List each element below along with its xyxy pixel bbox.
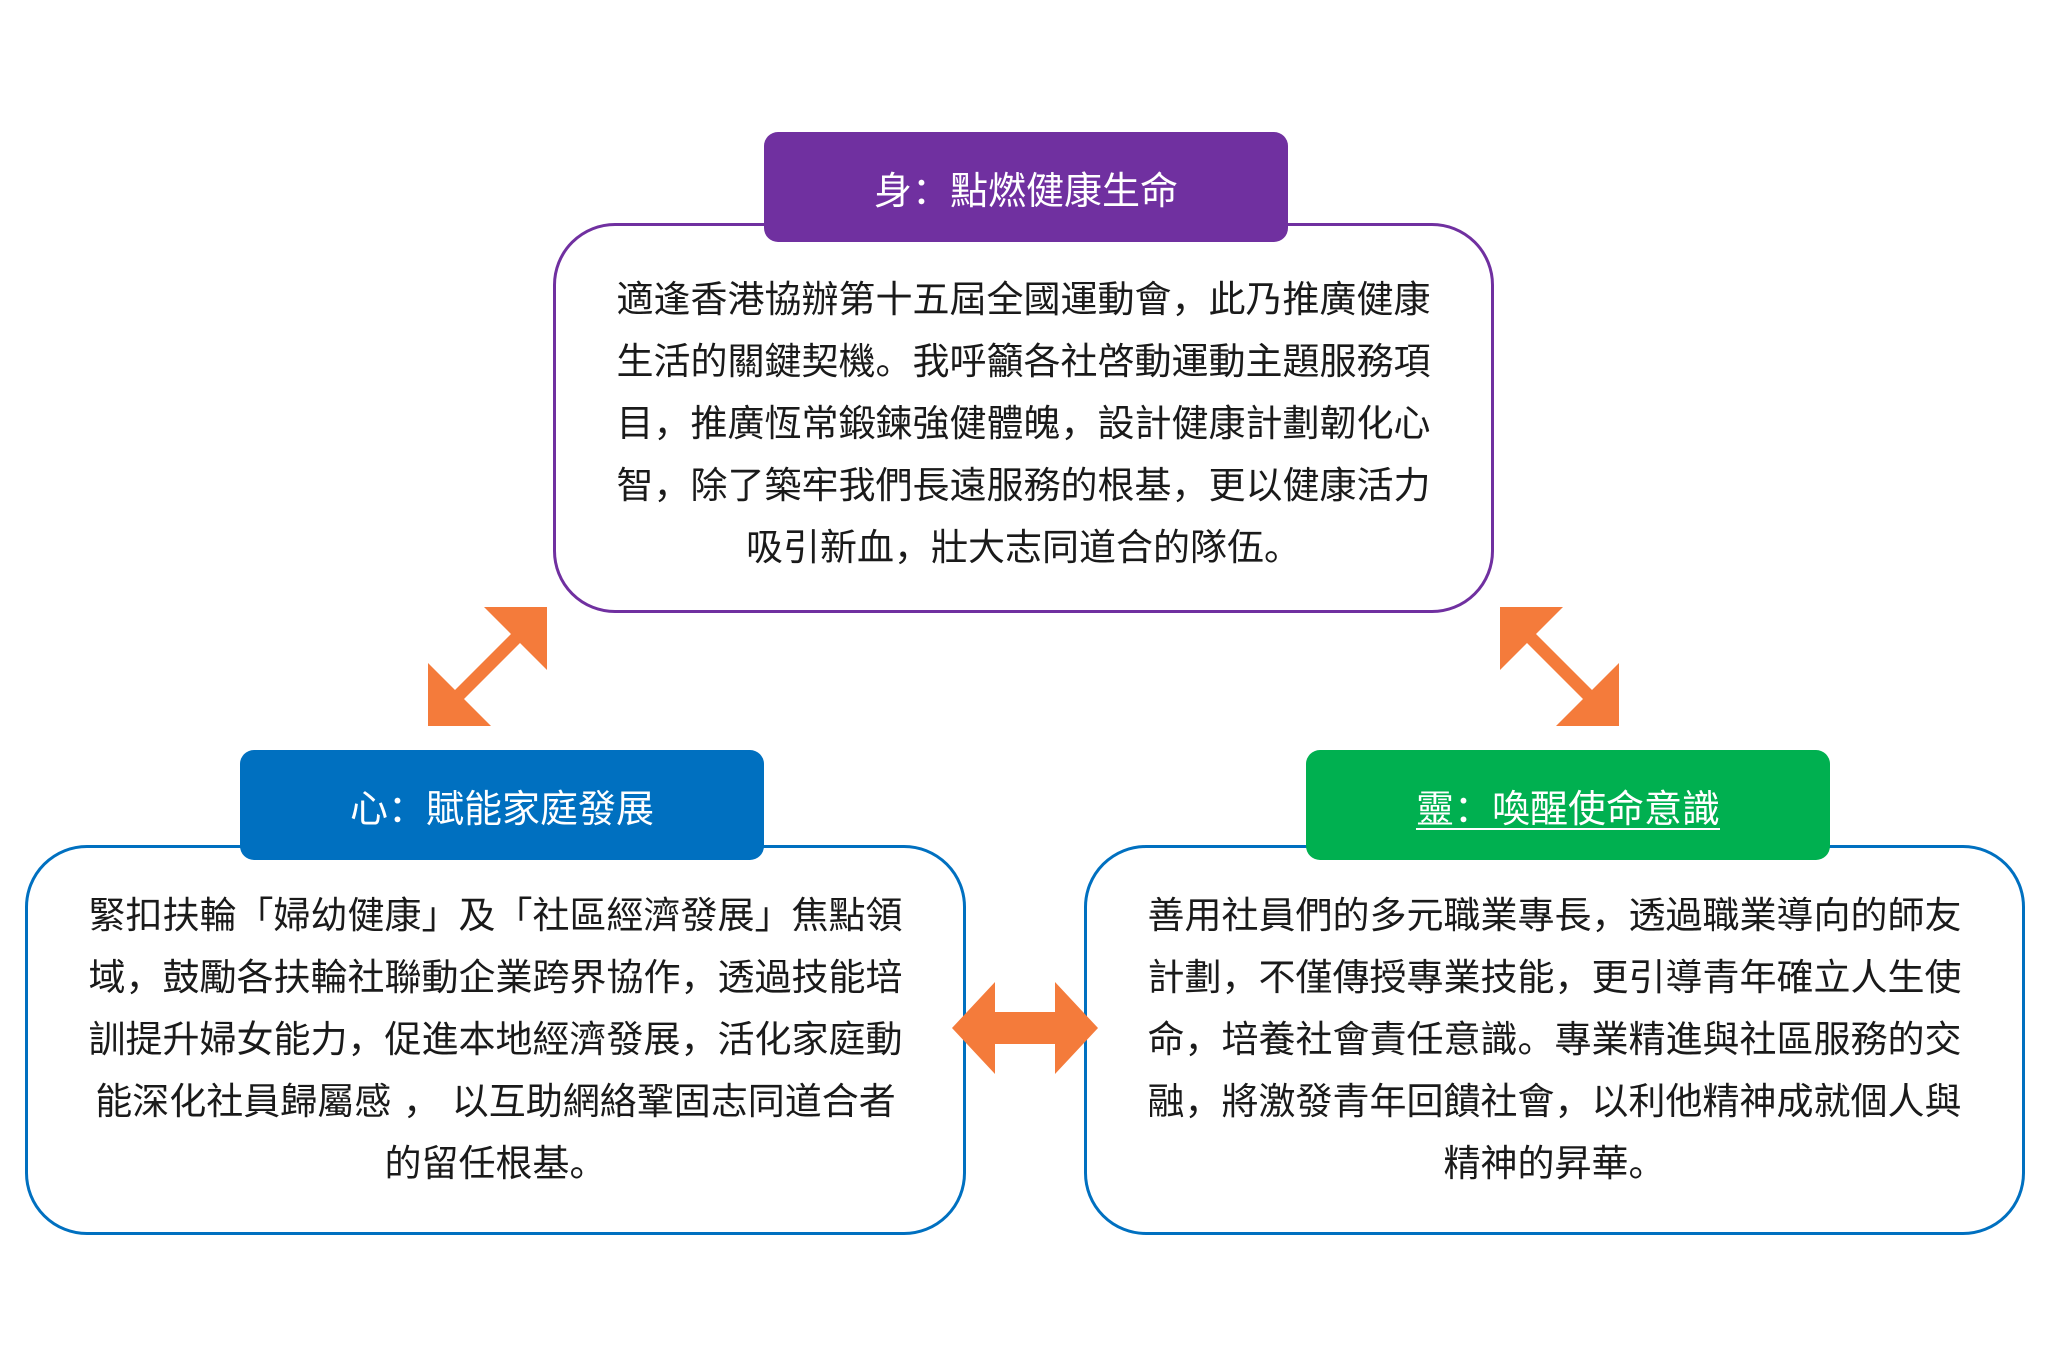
arrow-body-spirit-shape [1500, 607, 1619, 726]
arrow-mind-spirit-shape [952, 982, 1098, 1074]
mind-node-title: 心：賦能家庭發展 [240, 750, 764, 860]
spirit-node-title-text: 靈：喚醒使命意識 [1415, 786, 1720, 831]
double-arrow-icon [952, 982, 1098, 1074]
mind-node-box: 緊扣扶輪「婦幼健康」及「社區經濟發展」焦點領域，鼓勵各扶輪社聯動企業跨界協作，透… [25, 845, 966, 1235]
spirit-node-box: 善用社員們的多元職業專長，透過職業導向的師友計劃，不僅傳授專業技能，更引導青年確… [1084, 845, 2025, 1235]
arrow-body-mind-shape [428, 607, 547, 726]
body-node-title: 身：點燃健康生命 [764, 132, 1288, 242]
mind-node-title-text: 心：賦能家庭發展 [349, 786, 654, 831]
body-node-title-text: 身：點燃健康生命 [873, 168, 1178, 213]
spirit-node-text: 善用社員們的多元職業專長，透過職業導向的師友計劃，不僅傳授專業技能，更引導青年確… [1147, 894, 1962, 1185]
double-arrow-icon [1500, 607, 1619, 726]
spirit-node-title: 靈：喚醒使命意識 [1306, 750, 1830, 860]
mind-node-text: 緊扣扶輪「婦幼健康」及「社區經濟發展」焦點領域，鼓勵各扶輪社聯動企業跨界協作，透… [88, 894, 903, 1185]
body-node-text: 適逢香港協辦第十五屆全國運動會，此乃推廣健康生活的關鍵契機。我呼籲各社啓動運動主… [616, 278, 1431, 569]
double-arrow-icon [428, 607, 547, 726]
body-node-box: 適逢香港協辦第十五屆全國運動會，此乃推廣健康生活的關鍵契機。我呼籲各社啓動運動主… [553, 223, 1494, 613]
